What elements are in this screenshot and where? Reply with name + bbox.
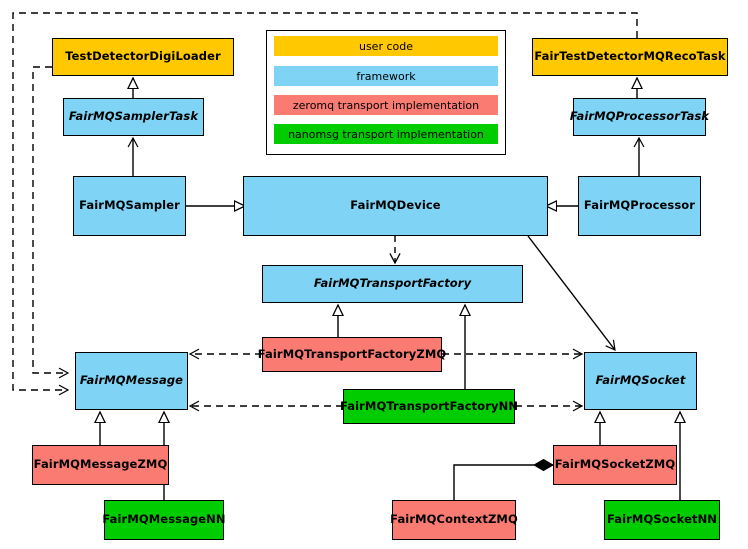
class-node-FairMQMessageZMQ[interactable]: FairMQMessageZMQ — [32, 445, 169, 485]
class-label-FairTestDetectorMQRecoTask: FairTestDetectorMQRecoTask — [534, 49, 726, 64]
legend-label-zeromq: zeromq transport implementation — [292, 98, 480, 112]
class-label-FairMQProcessor: FairMQProcessor — [583, 198, 696, 213]
class-node-FairMQDevice[interactable]: FairMQDevice — [243, 176, 548, 236]
class-label-FairMQTransportFactory: FairMQTransportFactory — [313, 276, 472, 291]
class-node-FairMQMessageNN[interactable]: FairMQMessageNN — [102, 500, 226, 540]
class-label-FairMQMessage: FairMQMessage — [79, 373, 184, 388]
class-label-FairMQMessageZMQ: FairMQMessageZMQ — [33, 457, 168, 472]
class-node-FairMQTransportFactoryZMQ[interactable]: FairMQTransportFactoryZMQ — [258, 337, 446, 372]
class-label-FairMQSocketNN: FairMQSocketNN — [606, 512, 718, 527]
class-label-FairMQTransportFactoryNN: FairMQTransportFactoryNN — [339, 398, 519, 413]
legend-label-user-code: user code — [358, 39, 414, 53]
legend-label-nanomsg: nanomsg transport implementation — [288, 127, 484, 141]
class-node-FairMQProcessorTask[interactable]: FairMQProcessorTask — [569, 98, 710, 136]
class-node-FairMQSampler[interactable]: FairMQSampler — [73, 176, 186, 236]
class-label-FairMQSocket: FairMQSocket — [595, 373, 686, 388]
class-label-FairMQProcessorTask: FairMQProcessorTask — [569, 109, 710, 124]
class-node-FairMQMessage[interactable]: FairMQMessage — [75, 352, 188, 410]
class-node-FairMQSocket[interactable]: FairMQSocket — [584, 352, 697, 410]
class-label-FairMQSocketZMQ: FairMQSocketZMQ — [554, 457, 676, 472]
class-label-FairMQSamplerTask: FairMQSamplerTask — [68, 109, 199, 124]
legend-item-zeromq: zeromq transport implementation — [274, 95, 498, 115]
class-node-FairTestDetectorMQRecoTask[interactable]: FairTestDetectorMQRecoTask — [532, 38, 728, 76]
class-node-FairMQTransportFactory[interactable]: FairMQTransportFactory — [262, 265, 523, 303]
class-node-FairMQContextZMQ[interactable]: FairMQContextZMQ — [390, 500, 518, 540]
edge-contextzmq-to-socketzmq — [453, 458, 554, 500]
legend-item-nanomsg: nanomsg transport implementation — [274, 124, 498, 144]
class-node-FairMQSamplerTask[interactable]: FairMQSamplerTask — [63, 98, 204, 136]
class-node-FairMQSocketZMQ[interactable]: FairMQSocketZMQ — [553, 445, 677, 485]
legend-label-framework: framework — [356, 69, 416, 83]
class-label-TestDetectorDigiLoader: TestDetectorDigiLoader — [65, 49, 221, 64]
legend-item-user-code: user code — [274, 36, 498, 56]
class-label-FairMQDevice: FairMQDevice — [350, 198, 441, 213]
class-label-FairMQContextZMQ: FairMQContextZMQ — [390, 512, 518, 527]
class-node-TestDetectorDigiLoader[interactable]: TestDetectorDigiLoader — [52, 38, 234, 76]
class-node-FairMQProcessor[interactable]: FairMQProcessor — [578, 176, 701, 236]
class-label-FairMQTransportFactoryZMQ: FairMQTransportFactoryZMQ — [257, 346, 447, 361]
class-node-FairMQTransportFactoryNN[interactable]: FairMQTransportFactoryNN — [339, 389, 519, 424]
class-label-FairMQSampler: FairMQSampler — [79, 198, 180, 213]
class-node-FairMQSocketNN[interactable]: FairMQSocketNN — [604, 500, 720, 540]
class-label-FairMQMessageNN: FairMQMessageNN — [102, 512, 226, 527]
legend-item-framework: framework — [274, 66, 498, 86]
edge-device-to-socket — [527, 235, 616, 351]
